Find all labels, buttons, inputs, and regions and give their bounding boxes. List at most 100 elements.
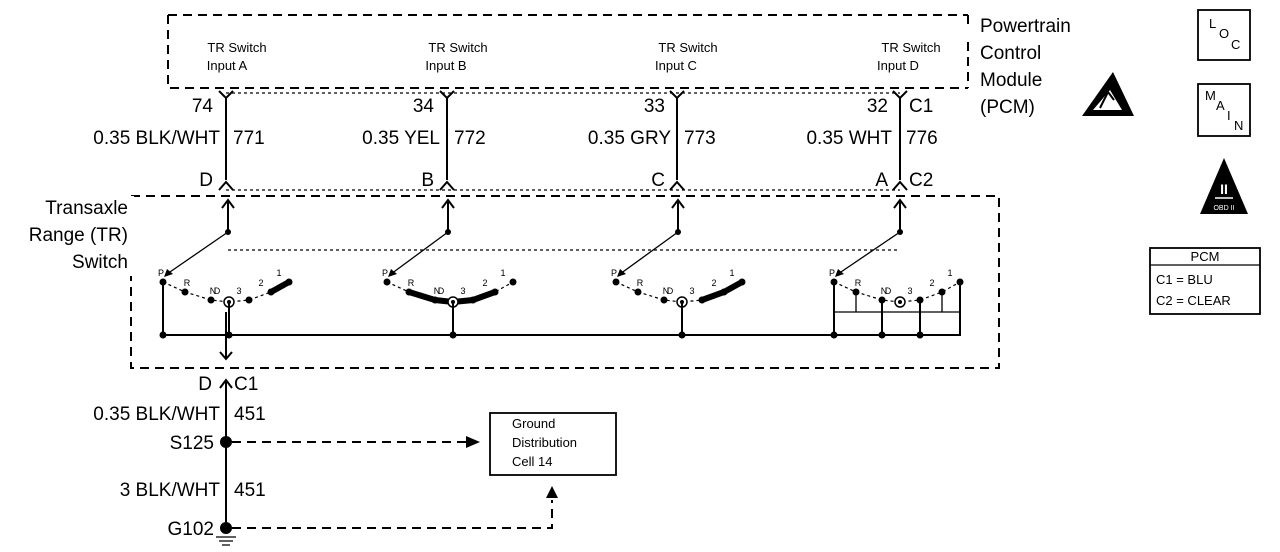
circuit-number-771: 771 <box>233 128 265 149</box>
switch-3-contact-drive-center <box>898 300 902 304</box>
pcm-title-line-1: Powertrain <box>980 16 1071 37</box>
circuit-wire-772 <box>439 90 455 191</box>
switch-1-position-1: 1 <box>500 268 505 278</box>
switch-3-output-arrow <box>893 198 907 209</box>
pcm-input-d-line-2: Input D <box>877 58 919 73</box>
switch-3-bus-node-2 <box>916 331 924 339</box>
switch-3-position-P: P <box>829 268 835 278</box>
circuit-number-772: 772 <box>454 128 486 149</box>
circuit-number-773: 773 <box>684 128 716 149</box>
switch-0-wiper-tip <box>164 269 173 277</box>
ground-wire-color-1: 0.35 BLK/WHT <box>93 404 220 425</box>
pcm-pin-34: 34 <box>413 96 435 117</box>
switch-pin-d: D <box>199 170 213 191</box>
switch-0-contact-1 <box>181 288 189 296</box>
switch-2-contact-2 <box>660 296 668 304</box>
connector-c2-label: C2 <box>909 170 933 191</box>
pcm-pin-74: 74 <box>192 96 214 117</box>
obd-numeral: II <box>1220 181 1228 197</box>
switch-0-contact-4 <box>245 296 253 304</box>
wire-color-771: 0.35 BLK/WHT <box>93 128 220 149</box>
ground-connector-c1: C1 <box>234 374 258 395</box>
switch-2-wiper-arm <box>619 231 679 275</box>
tr-switch-outline <box>130 195 1000 369</box>
legend-title: PCM <box>1191 249 1220 264</box>
switch-0-position-R: R <box>184 278 191 288</box>
switch-common-bus <box>162 282 961 336</box>
switch-0-bus-node-0 <box>225 331 233 339</box>
pcm-input-c-line-1: TR Switch <box>658 40 717 55</box>
switch-0-contact-5 <box>267 288 275 296</box>
tr-switch-title-line-3: Switch <box>72 252 128 273</box>
switch-2-output-arrow <box>671 198 685 209</box>
switch-2-contact-1 <box>634 288 642 296</box>
switch-3-position-N: N <box>881 286 888 296</box>
switch-1-contact-5 <box>491 288 499 296</box>
pcm-input-c-line-2: Input C <box>655 58 697 73</box>
ground-circuit-1: 451 <box>234 404 266 425</box>
tr-switch-title-line-1: Transaxle <box>45 198 128 219</box>
switch-1-position-N: N <box>434 286 441 296</box>
pcm-input-b-line-1: TR Switch <box>428 40 487 55</box>
loc-letter-o: O <box>1219 26 1229 41</box>
switch-1-position-P: P <box>382 268 388 278</box>
switch-1-output-arrow <box>441 198 455 209</box>
connector-c1-label: C1 <box>909 96 933 117</box>
pcm-input-a-line-1: TR Switch <box>207 40 266 55</box>
switch-0-position-3: 3 <box>236 286 241 296</box>
switch-0-position-D: D <box>214 286 221 296</box>
main-letter-a: A <box>1216 98 1225 113</box>
legend-row-c2: C2 = CLEAR <box>1156 293 1231 308</box>
ground-g102-dot <box>220 522 232 534</box>
switch-1-position-D: D <box>438 286 445 296</box>
switch-3-bus-node-0 <box>830 331 838 339</box>
switch-1-contact-1 <box>405 288 413 296</box>
switch-1-bus-node-0 <box>449 331 457 339</box>
pcm-pin-32: 32 <box>867 96 888 117</box>
circuit-wire-771 <box>218 90 234 191</box>
switch-3-position-2: 2 <box>929 278 934 288</box>
switch-2-bus-node-0 <box>678 331 686 339</box>
loc-letter-c: C <box>1231 37 1240 52</box>
switch-3-position-R: R <box>855 278 862 288</box>
ground-reference-arrow <box>546 486 558 498</box>
ground-arrow <box>219 351 233 361</box>
main-letter-m: M <box>1205 88 1216 103</box>
switch-3-contact-5 <box>938 288 946 296</box>
splice-s125-dot <box>220 436 232 448</box>
switch-0-position-N: N <box>210 286 217 296</box>
location-badge: L O C <box>1197 9 1251 61</box>
switch-1-position-R: R <box>408 278 415 288</box>
switch-1-contact-0 <box>383 278 391 286</box>
ground-distribution-line-1: Ground <box>512 416 555 431</box>
switch-3-position-D: D <box>885 286 892 296</box>
pcm-pin-33: 33 <box>644 96 665 117</box>
main-letter-n: N <box>1234 118 1243 133</box>
switch-2-wiper-tip <box>617 269 626 277</box>
tr-switch-title-backdrop <box>20 196 134 276</box>
switch-2-position-D: D <box>667 286 674 296</box>
switch-1-contact-4 <box>469 296 477 304</box>
switch-3-position-1: 1 <box>947 268 952 278</box>
tr-switch-title-line-2: Range (TR) <box>29 225 128 246</box>
main-badge: M A I N <box>1197 83 1251 137</box>
splice-s125-label: S125 <box>170 433 214 454</box>
wire-color-776: 0.35 WHT <box>806 128 892 149</box>
switch-0-position-1: 1 <box>276 268 281 278</box>
legend-row-c1: C1 = BLU <box>1156 272 1213 287</box>
switch-2-contact-4 <box>698 296 706 304</box>
ground-switch-pin-d: D <box>198 374 212 395</box>
esd-warning-icon <box>1082 72 1134 116</box>
ground-connector-terminal <box>219 378 233 528</box>
switch-3-bus-node-1 <box>878 331 886 339</box>
switch-0-contact-0 <box>159 278 167 286</box>
ground-distribution-box <box>489 412 617 476</box>
pcm-input-a-line-2: Input A <box>207 58 248 73</box>
pcm-title-line-3: Module <box>980 70 1042 91</box>
ground-distribution-line-3: Cell 14 <box>512 454 552 469</box>
switch-0-position-2: 2 <box>258 278 263 288</box>
pcm-outline <box>167 14 968 89</box>
ground-distribution-line-2: Distribution <box>512 435 577 450</box>
